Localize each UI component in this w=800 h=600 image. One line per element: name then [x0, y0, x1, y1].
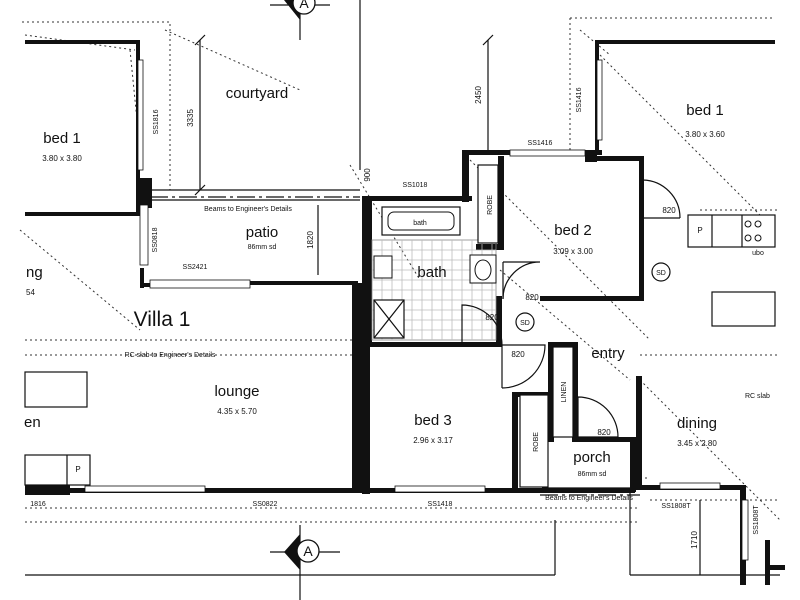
room-lounge-size: 4.35 x 5.70 [217, 407, 257, 416]
cupboard-labels: ROBE ROBE LINEN [487, 195, 568, 452]
door-820-bed3: 820 [511, 350, 525, 359]
linen-label: LINEN [561, 382, 568, 403]
section-label-bottom: A [303, 543, 313, 559]
door-820-bed1: 820 [662, 206, 676, 215]
room-bed1-right: bed 1 [686, 102, 724, 119]
doors [461, 179, 681, 438]
partial-room-ng: ng [26, 264, 43, 281]
room-porch-note: 86mm sd [578, 471, 607, 478]
roof-outline [19, 17, 781, 523]
window-ss1418-bottom: SS1418 [428, 501, 453, 508]
villa-label: Villa 1 [134, 308, 191, 331]
beams-note-porch: Beams to Engineer's Details [545, 495, 633, 502]
room-patio: patio [246, 224, 279, 241]
rc-slab-partial-note: RC slab [745, 393, 770, 400]
room-porch: porch [573, 449, 611, 466]
dim-3335: 3335 [186, 109, 195, 127]
fixtures [24, 164, 776, 488]
window-ss1018: SS1018 [403, 182, 428, 189]
dim-1820: 1820 [306, 231, 315, 249]
basin [373, 255, 393, 279]
door-820-bath: 820 [485, 313, 499, 322]
door-820-bed2: 820 [525, 293, 539, 302]
partial-room-en: en [24, 414, 41, 431]
room-patio-note: 86mm sd [248, 244, 277, 251]
smoke-detector-label: SD [520, 320, 530, 327]
notes: RC slab to Engineer's Details RC slab Be… [75, 206, 770, 502]
room-bed2-size: 3.09 x 3.00 [553, 247, 593, 256]
dimension-lines [194, 34, 701, 575]
window-1816-partial: 1816 [30, 501, 46, 508]
dimension-labels: 3335 2450 1820 900 1710 820 820 820 820 … [186, 86, 699, 549]
window-gaps [84, 59, 749, 561]
smoke-detector-icon [651, 262, 671, 282]
room-dining-size: 3.45 x 2.80 [677, 439, 717, 448]
room-bed1-left-size: 3.80 x 3.80 [42, 154, 82, 163]
section-marker-top: A [270, 0, 330, 40]
room-bed1-left: bed 1 [43, 130, 81, 147]
pantry-label-left: P [75, 465, 80, 474]
section-label-top: A [299, 0, 309, 11]
room-bed3-size: 2.96 x 3.17 [413, 436, 453, 445]
window-ss2421: SS2421 [183, 264, 208, 271]
section-marker-bottom: A [270, 525, 340, 600]
window-ss1416-top: SS1416 [576, 87, 583, 112]
pantry-label-right: P [697, 226, 702, 235]
room-courtyard: courtyard [226, 85, 289, 102]
room-dining: dining [677, 415, 717, 432]
smoke-detector-icon [515, 312, 535, 332]
window-ss1816: SS1816 [153, 109, 160, 134]
window-labels: SS1816 SS1416 SS1416 SS1018 SS2421 SS081… [30, 87, 760, 534]
dim-900: 900 [363, 168, 372, 182]
ubo-label: ubo [752, 250, 764, 257]
window-ss1808: SS1808T [661, 503, 691, 510]
robe-label-bed3: ROBE [533, 432, 540, 452]
window-ss1808-right: SS1808T [753, 505, 760, 535]
room-lounge: lounge [214, 383, 259, 400]
robe-label-bed2: ROBE [487, 195, 494, 215]
bath-fixture-label: bath [413, 220, 427, 227]
room-entry: entry [591, 345, 625, 362]
room-labels: courtyard bed 1 3.80 x 3.80 bed 1 3.80 x… [24, 85, 725, 478]
door-820-porch: 820 [597, 428, 611, 437]
room-bed2: bed 2 [554, 222, 592, 239]
dim-1710: 1710 [690, 531, 699, 549]
window-ss0822: SS0822 [253, 501, 278, 508]
smoke-detector-label: SD [656, 270, 666, 277]
walls [25, 40, 785, 585]
room-bed3: bed 3 [414, 412, 452, 429]
room-bed1-right-size: 3.80 x 3.60 [685, 130, 725, 139]
toilet [469, 254, 497, 284]
partial-room-54: 54 [26, 288, 35, 297]
window-ss0818: SS0818 [152, 227, 159, 252]
room-bath: bath [417, 264, 446, 281]
dim-2450: 2450 [474, 86, 483, 104]
window-ss1416-mid: SS1416 [528, 140, 553, 147]
rc-slab-note: RC slab to Engineer's Details [125, 352, 216, 359]
beams-note-patio: Beams to Engineer's Details [204, 206, 292, 213]
thin-lines [25, 0, 780, 576]
